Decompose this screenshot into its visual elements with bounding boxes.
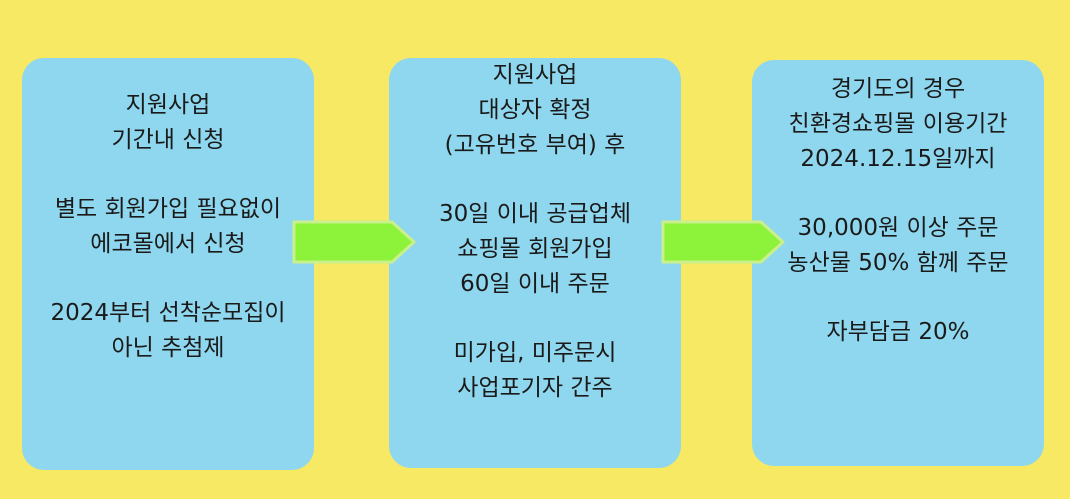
step-1-text: 지원사업 — [125, 92, 211, 118]
step-1-text: 아닌 추첨제 — [111, 335, 225, 361]
arrow-right-icon — [661, 220, 785, 264]
step-3-text: 2024.12.15일까지 — [800, 146, 996, 172]
step-2-text: 미가입, 미주문시 — [453, 340, 617, 366]
step-2-text: 60일 이내 주문 — [460, 271, 610, 297]
step-1-box: 지원사업 기간내 신청 별도 회원가입 필요없이 에코몰에서 신청 2024부터… — [22, 58, 314, 470]
step-2-text: 사업포기자 간주 — [457, 375, 613, 401]
step-1-text: 2024부터 선착순모집이 — [50, 300, 286, 326]
step-1-text: 에코몰에서 신청 — [90, 231, 246, 257]
step-3-text: 자부담금 20% — [826, 319, 970, 345]
step-2-text: 쇼핑몰 회원가입 — [457, 236, 613, 262]
arrow-right-icon — [292, 220, 416, 264]
step-1-text: 별도 회원가입 필요없이 — [54, 196, 282, 222]
step-1-text: 기간내 신청 — [111, 127, 225, 153]
step-3-text: 30,000원 이상 주문 — [797, 215, 999, 241]
step-3-text: 경기도의 경우 — [830, 76, 966, 102]
step-3-box: 경기도의 경우 친환경쇼핑몰 이용기간 2024.12.15일까지 30,000… — [752, 60, 1044, 466]
step-2-text: 대상자 확정 — [478, 97, 592, 123]
step-2-box: 지원사업 대상자 확정 (고유번호 부여) 후 30일 이내 공급업체 쇼핑몰 … — [389, 58, 681, 468]
step-2-text: (고유번호 부여) 후 — [444, 132, 626, 158]
step-2-text: 지원사업 — [492, 62, 578, 88]
step-3-text: 친환경쇼핑몰 이용기간 — [788, 111, 1008, 137]
step-3-text: 농산물 50% 함께 주문 — [787, 250, 1009, 276]
step-2-text: 30일 이내 공급업체 — [438, 201, 631, 227]
